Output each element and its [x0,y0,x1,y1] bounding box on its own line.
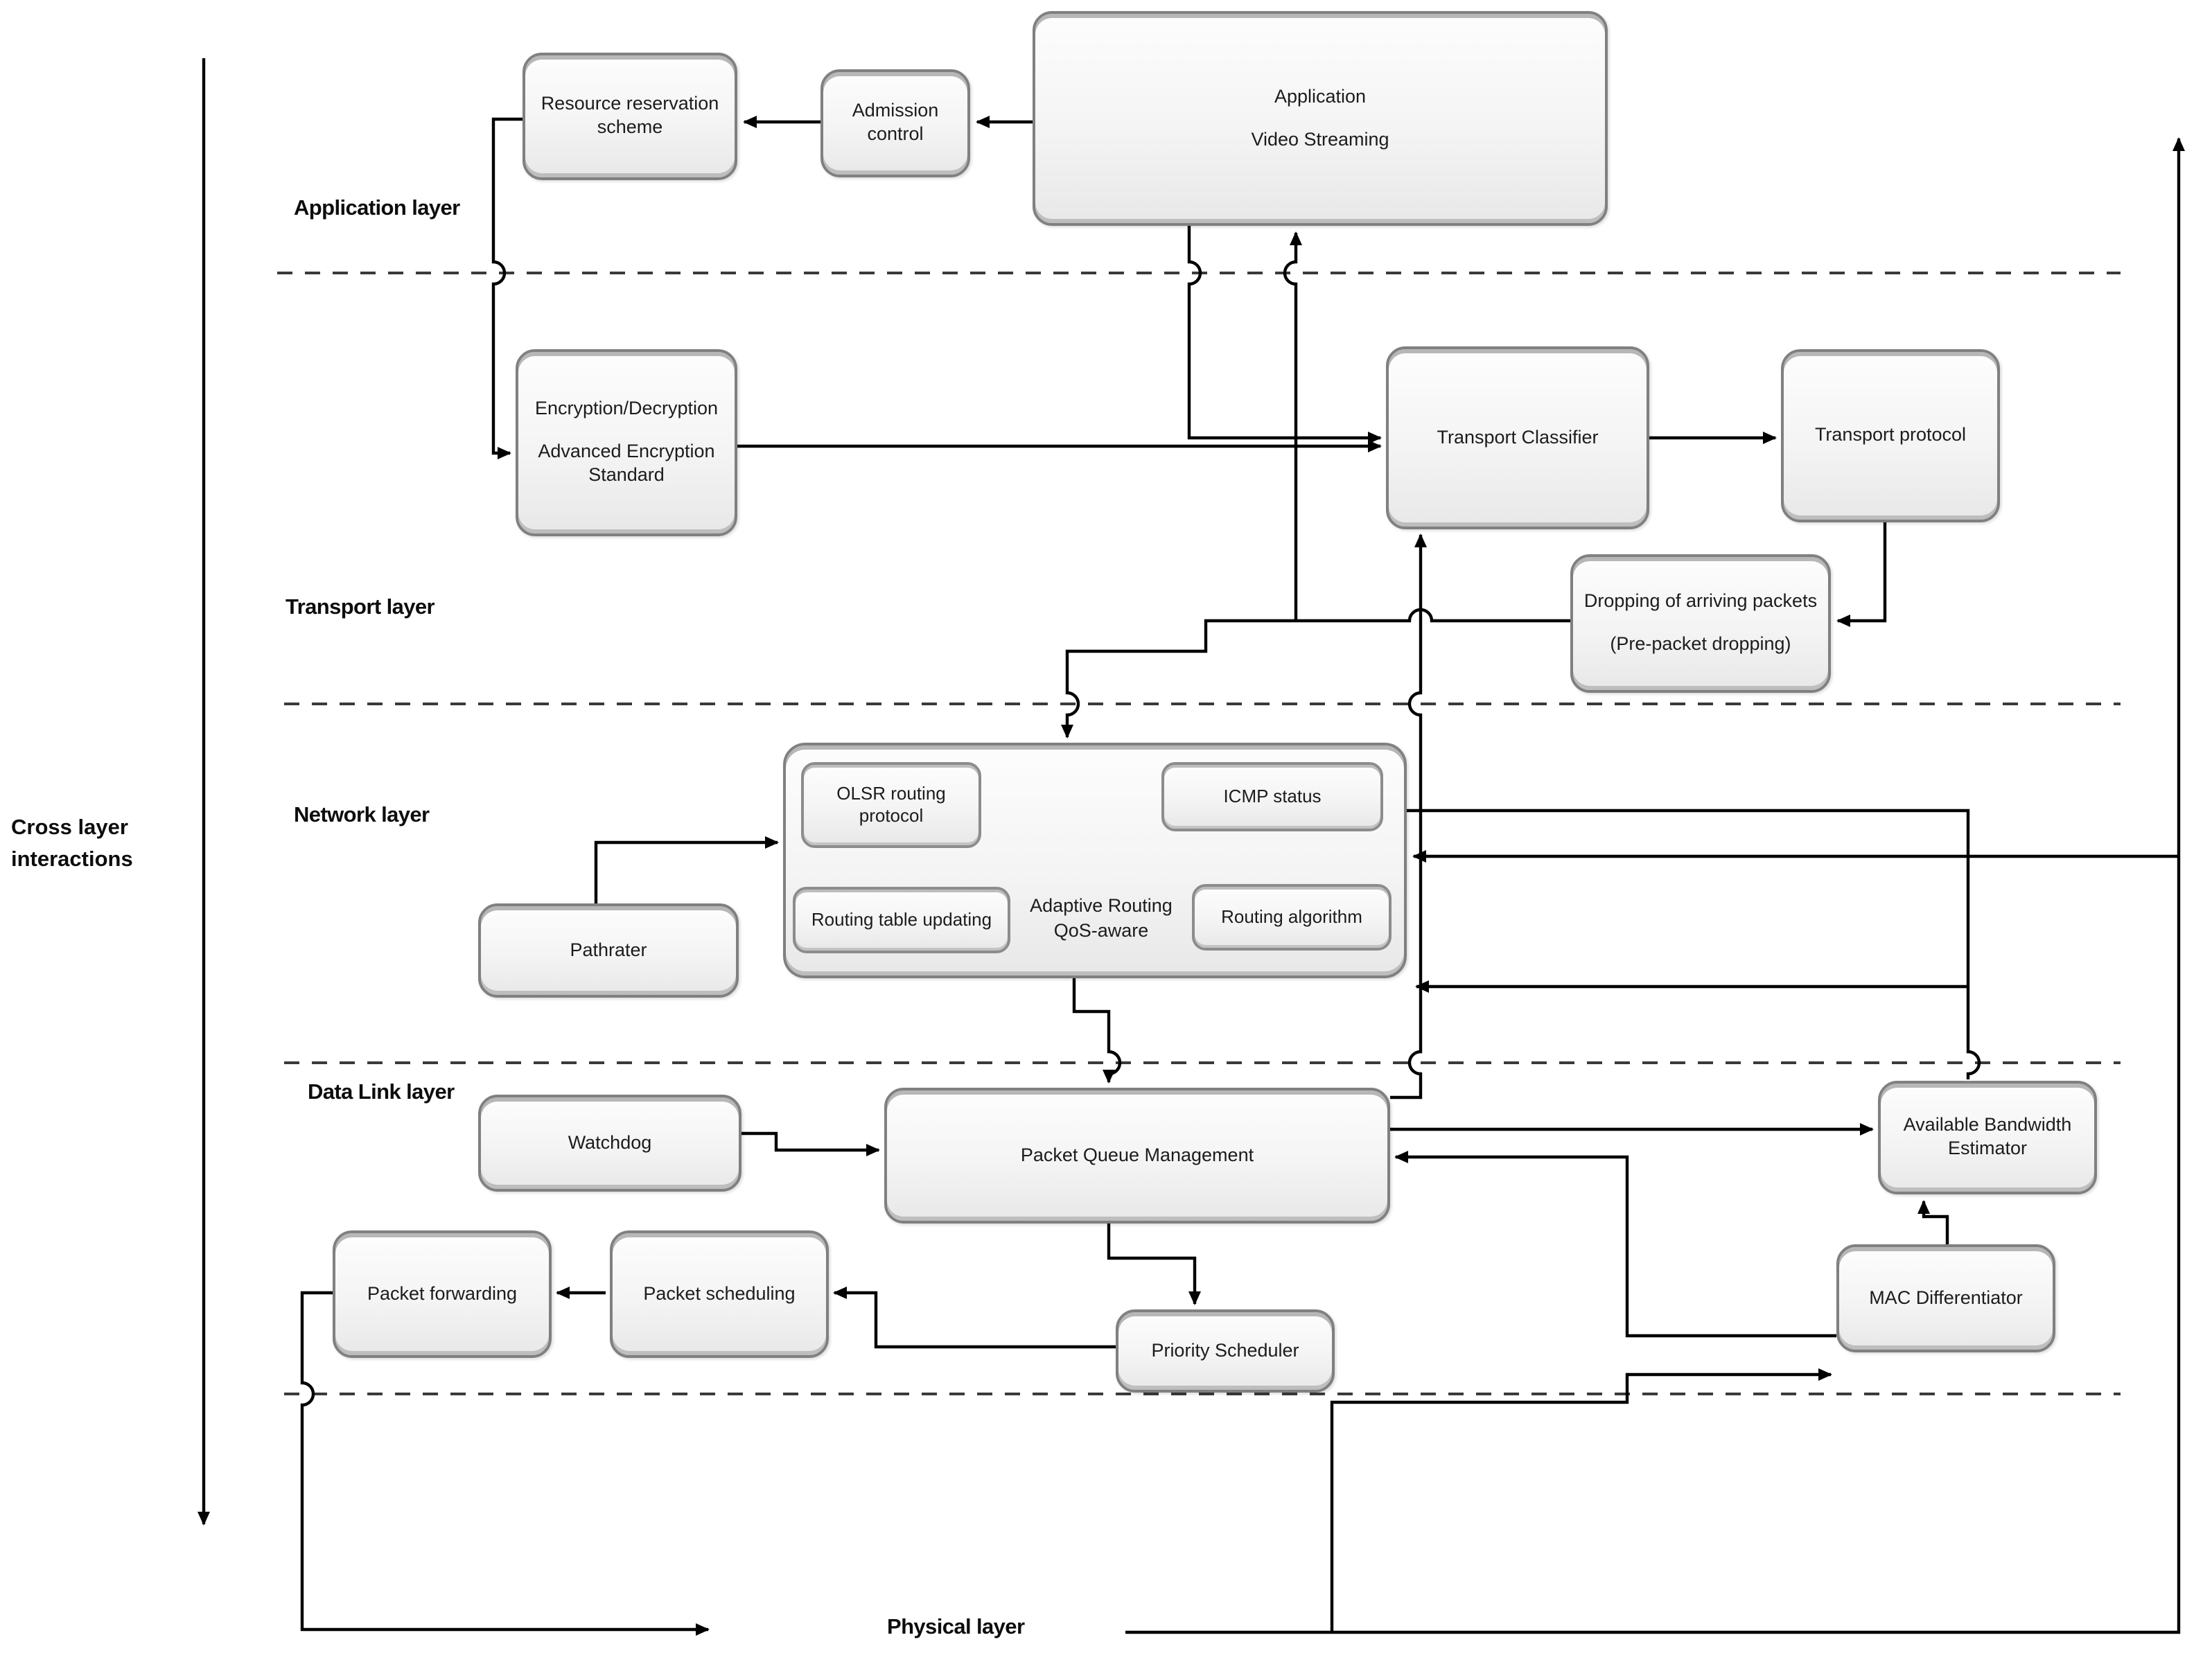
box-priority-scheduler: Priority Scheduler [1116,1309,1335,1393]
connector-protocol-to-dropping [1836,522,1887,627]
box-available-bandwidth-estimator-label: Available Bandwidth Estimator [1903,1114,2072,1158]
box-packet-queue-management-label: Packet Queue Management [1020,1144,1254,1165]
label-physical-layer: Physical layer [887,1616,1025,1639]
connector-mac-to-bandwidth-estimator [1917,1200,1949,1244]
connector-network-box-to-queue [1072,978,1122,1084]
box-routing-algorithm: Routing algorithm [1192,884,1392,951]
box-resource-reservation: Resource reservation scheme [523,53,737,180]
connector-dropping-to-network-box [1061,608,1570,739]
box-packet-forwarding: Packet forwarding [333,1230,552,1358]
label-transport-layer: Transport layer [286,596,435,619]
box-dropping-line1: Dropping of arriving packets [1583,590,1818,612]
label-application-layer: Application layer [294,197,460,220]
connectors [198,58,2185,1636]
box-resource-reservation-label: Resource reservation scheme [541,93,719,137]
box-packet-forwarding-label: Packet forwarding [367,1282,518,1304]
connector-application-to-transport-classifier [1187,226,1382,444]
box-available-bandwidth-estimator: Available Bandwidth Estimator [1878,1081,2097,1194]
box-application-line1: Application [1274,85,1367,107]
box-olsr: OLSR routing protocol [801,762,981,848]
box-packet-scheduling: Packet scheduling [610,1230,829,1358]
box-packet-queue-management: Packet Queue Management [884,1088,1390,1224]
box-encryption: Encryption/Decryption Advanced Encryptio… [516,349,737,536]
box-routing-algorithm-label: Routing algorithm [1221,906,1362,927]
connector-queue-to-classifier [1390,533,1427,1099]
box-application: Application Video Streaming [1033,11,1608,226]
label-cross-layer-interactions: Cross layer interactions [11,812,177,876]
label-network-layer: Network layer [294,804,430,827]
label-cross-layer-line2: interactions [11,848,133,872]
box-dropping-line2: (Pre-packet dropping) [1610,633,1791,654]
connector-physical-to-mac [1330,1368,1832,1632]
box-encryption-line1: Encryption/Decryption [534,398,719,419]
box-icmp-status-label: ICMP status [1223,785,1322,806]
box-routing-table-updating-label: Routing table updating [811,908,992,930]
box-mac-differentiator-label: MAC Differentiator [1869,1287,2023,1308]
box-icmp-status: ICMP status [1161,762,1383,831]
box-packet-scheduling-label: Packet scheduling [643,1282,796,1304]
connector-up-to-application [1283,231,1302,621]
box-transport-classifier-label: Transport Classifier [1437,426,1599,448]
box-transport-classifier: Transport Classifier [1386,346,1649,529]
connector-mac-to-queue [1394,1151,1836,1338]
connector-resource-reservation-to-encryption [491,117,523,459]
box-transport-protocol-label: Transport protocol [1814,424,1967,445]
box-olsr-label: OLSR routing protocol [836,782,946,827]
adaptive-routing-label: Adaptive Routing QoS-aware [1013,876,1189,962]
adaptive-routing-line2: QoS-aware [1053,920,1149,941]
label-datalink-layer: Data Link layer [308,1081,455,1104]
connector-physical-return-to-application [1125,137,2185,1634]
box-pathrater: Pathrater [478,903,739,998]
box-dropping-packets: Dropping of arriving packets (Pre-packet… [1570,554,1831,693]
box-mac-differentiator: MAC Differentiator [1836,1244,2055,1352]
connector-watchdog-to-queue [741,1131,880,1156]
box-priority-scheduler-label: Priority Scheduler [1151,1339,1299,1361]
box-watchdog: Watchdog [478,1095,741,1192]
connector-queue-to-priority-scheduler [1107,1224,1201,1305]
connector-priority-to-packet-scheduling [833,1287,1116,1349]
box-watchdog-label: Watchdog [568,1131,652,1153]
connector-network-box-to-bandwidth-column [1407,809,1981,1079]
box-routing-table-updating: Routing table updating [793,887,1010,953]
box-transport-protocol: Transport protocol [1781,349,2000,522]
box-admission-control-label: Admission control [852,100,939,144]
box-admission-control: Admission control [820,69,970,177]
box-pathrater-label: Pathrater [570,939,647,960]
box-application-line2: Video Streaming [1251,128,1389,149]
connector-pathrater-to-network-box [594,836,779,903]
connector-forwarding-to-physical [300,1291,710,1636]
adaptive-routing-line1: Adaptive Routing [1030,895,1173,917]
label-cross-layer-line1: Cross layer [11,816,128,840]
box-encryption-line2: Advanced Encryption Standard [538,441,715,485]
